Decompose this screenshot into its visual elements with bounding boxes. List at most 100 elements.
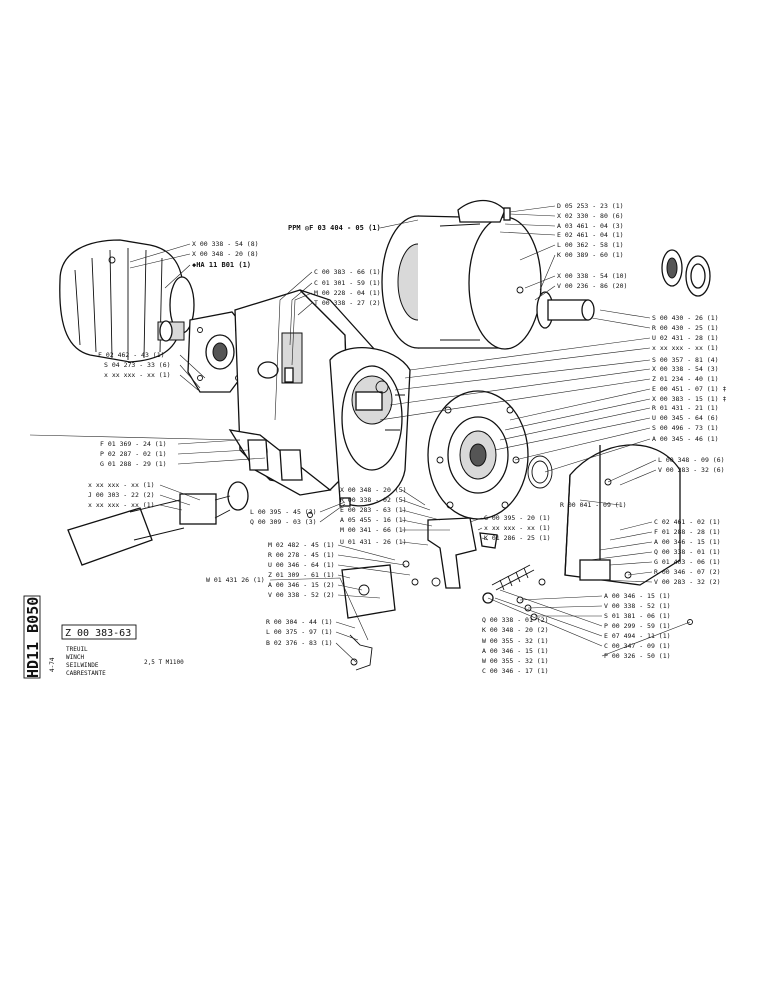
callout-label: C 00 347 - 09 (1) — [604, 642, 671, 650]
callout-label: X 02 330 - 80 (6) — [557, 212, 624, 220]
motor-housing — [59, 239, 195, 363]
callout-label: E 07 494 - 11 (1) — [604, 632, 671, 640]
callout-label: F 01 369 - 24 (1) — [100, 440, 167, 448]
snap-ring — [527, 455, 553, 489]
callout-label: G 00 395 - 20 (1) — [484, 514, 551, 522]
callout-label: A 00 345 - 46 (1) — [652, 435, 719, 443]
callout-label: G 01 403 - 06 (1) — [654, 558, 721, 566]
callout-label: X 00 383 - 15 (1) ‡ — [652, 395, 726, 403]
callout-label: L 00 362 - 58 (1) — [557, 241, 624, 249]
callout-label: P 00 326 - 50 (1) — [604, 652, 671, 660]
callout-label: A 00 346 - 15 (1) — [482, 647, 549, 655]
callout-label: X 00 348 - 20 (5) — [340, 486, 407, 494]
lever-bracket — [341, 564, 396, 671]
title-line: WINCH — [66, 654, 84, 661]
callout-label: R 00 304 - 44 (1) — [266, 618, 333, 626]
callout-label: G 01 288 - 29 (1) — [100, 460, 167, 468]
sheet-side-code: HD11 B050 — [24, 597, 42, 678]
callout-label: S 00 357 - 81 (4) — [652, 356, 719, 364]
callout-label: V 00 283 - 32 (6) — [658, 466, 725, 474]
bearing-set — [661, 249, 711, 297]
sheet-date-code: 4-74 — [49, 657, 56, 672]
callout-label: L 00 348 - 09 (6) — [658, 456, 725, 464]
callout-label: x xx xxx - xx (1) — [88, 501, 155, 509]
drum-cover-plate — [457, 199, 511, 223]
release-lever — [67, 481, 249, 566]
callout-label: L 00 375 - 97 (1) — [266, 628, 333, 636]
callout-label: C 02 461 - 02 (1) — [654, 518, 721, 526]
leader-lines — [29, 205, 691, 663]
callout-label: x xx xxx - xx (1) — [104, 371, 171, 379]
callout-label: X 00 338 - 54 (8) — [192, 240, 259, 248]
callout-label: Q 00 309 - 03 (3) — [250, 518, 317, 526]
callout-label: S 01 381 - 06 (1) — [604, 612, 671, 620]
callout-label: R 00 430 - 25 (1) — [652, 324, 719, 332]
callout-label: Q 00 338 - 01 (2) — [482, 616, 549, 624]
callout-label: U 00 346 - 64 (1) — [268, 561, 335, 569]
callout-label: P 00 299 - 59 (1) — [604, 622, 671, 630]
callout-label: C 01 301 - 59 (1) — [314, 279, 381, 287]
callout-label: D 05 253 - 23 (1) — [557, 202, 624, 210]
callout-label: F 01 288 - 28 (1) — [654, 528, 721, 536]
callout-label: K 00 348 - 20 (2) — [482, 626, 549, 634]
callout-label: C 00 383 - 66 (1) — [314, 268, 381, 276]
callout-label: J 00 303 - 22 (2) — [88, 491, 155, 499]
callout-label: Z 01 309 - 61 (1) — [268, 571, 335, 579]
end-cover — [564, 444, 681, 586]
callout-label: V 00 338 - 52 (1) — [604, 602, 671, 610]
callout-label: M 02 482 - 45 (1) — [268, 541, 335, 549]
callout-label: X 00 338 - 54 (3) — [652, 365, 719, 373]
callout-label: F 02 462 - 43 (1) — [98, 351, 165, 359]
callout-label: W 00 355 - 32 (1) — [482, 637, 549, 645]
callout-label: T 00 338 - 27 (2) — [314, 299, 381, 307]
callout-label: R 00 041 - 09 (1) — [560, 501, 627, 509]
callout-label: V 00 283 - 32 (2) — [654, 578, 721, 586]
parts-illustration — [59, 199, 711, 671]
cable-drum — [381, 215, 595, 350]
callout-label: U 01 431 - 26 (1) — [340, 538, 407, 546]
callout-label: E 00 283 - 63 (1) — [340, 506, 407, 514]
callout-label: V 00 236 - 86 (20) — [557, 282, 627, 290]
shift-linkage — [427, 517, 498, 589]
callout-label: R 00 338 - 02 (5) — [340, 496, 407, 504]
callout-label: Z 01 234 - 40 (1) — [652, 375, 719, 383]
callout-label: C 00 346 - 17 (1) — [482, 667, 549, 675]
title-line: CABRESTANTE — [66, 670, 106, 677]
sheet-box-code: Z 00 383-63 — [65, 628, 131, 639]
title-line: SEILWINDE — [66, 662, 99, 669]
callout-label: ◆HA 11 B01 (1) — [192, 261, 251, 269]
callout-label: W 01 431 26 (1) — [206, 576, 265, 584]
flange-plate — [187, 311, 247, 393]
callout-label: Q 00 338 - 01 (1) — [654, 548, 721, 556]
middle-housing — [329, 347, 411, 507]
callout-label: A 00 346 - 15 (1) — [654, 538, 721, 546]
callout-label: x xx xxx - xx (1) — [88, 481, 155, 489]
callout-label: A 03 461 - 04 (3) — [557, 222, 624, 230]
callout-label: W 00 355 - 32 (1) — [482, 657, 549, 665]
callout-label: V 00 338 - 52 (2) — [268, 591, 335, 599]
callout-label: A 00 346 - 15 (2) — [268, 581, 335, 589]
callout-label: E 00 451 - 07 (1) ‡ — [652, 385, 726, 393]
callout-label: R 01 431 - 21 (1) — [652, 404, 719, 412]
callout-label: U 02 431 - 28 (1) — [652, 334, 719, 342]
callout-label: X 00 348 - 20 (8) — [192, 250, 259, 258]
callout-label: A 00 346 - 15 (1) — [604, 592, 671, 600]
callout-label: R 00 346 - 07 (2) — [654, 568, 721, 576]
callout-label: S 00 430 - 26 (1) — [652, 314, 719, 322]
spring-detent — [482, 564, 546, 604]
title-block — [23, 595, 137, 679]
callout-label: PPM ◎F 03 404 - 05 (1) — [288, 224, 381, 232]
callout-label: E 02 461 - 04 (1) — [557, 231, 624, 239]
callout-label: K 00 389 - 60 (1) — [557, 251, 624, 259]
callout-label: x xx xxx - xx (1) — [652, 344, 719, 352]
callout-label: S 00 496 - 73 (1) — [652, 424, 719, 432]
callout-label: B 02 376 - 83 (1) — [266, 639, 333, 647]
callout-label: P 02 287 - 02 (1) — [100, 450, 167, 458]
callout-label: L 00 395 - 45 (3) — [250, 508, 317, 516]
callout-label: A 05 455 - 16 (1) — [340, 516, 407, 524]
model-label: 2,5 T M1100 — [144, 659, 184, 666]
callout-label: M 00 341 - 66 (1) — [340, 526, 407, 534]
title-line: TREUIL — [66, 646, 88, 653]
callout-label: S 04 273 - 33 (6) — [104, 361, 171, 369]
